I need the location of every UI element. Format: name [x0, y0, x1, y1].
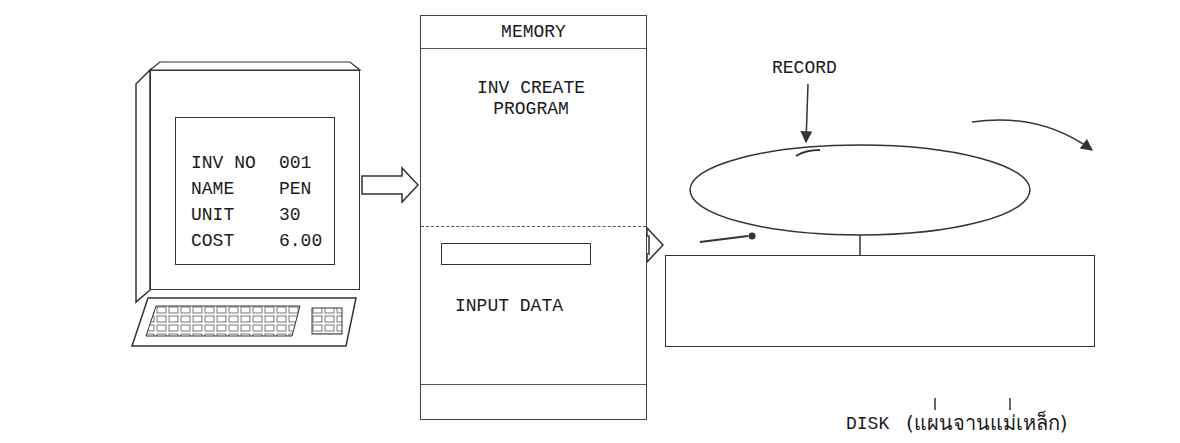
node-text: (แผนจานแม่เหล็ก) [906, 412, 1068, 435]
data-flow-arrow [362, 168, 418, 202]
data-flow-arrow [647, 228, 663, 262]
node-text: COST [191, 231, 234, 252]
header-rule [421, 48, 646, 49]
tick-mark [934, 398, 936, 410]
record-leader [806, 84, 808, 142]
tick-mark [1009, 398, 1011, 410]
terminal-monitor: INV NO 001NAME PEN UNIT 30COST 6.00 [150, 70, 360, 290]
keyboard [132, 298, 356, 346]
node-text: NAME [191, 179, 234, 200]
read-write-head [749, 233, 756, 240]
data-record-bar [441, 243, 591, 265]
part-label: RECORD [772, 58, 837, 79]
node-text: INV CREATE PROGRAM [461, 78, 601, 119]
node-text: MEMORY [421, 22, 646, 43]
disk-drive: DISK(แผนจานแม่เหล็ก) [665, 255, 1095, 347]
node-text: UNIT [191, 205, 234, 226]
memory-box: MEMORY INV CREATE PROGRAM INPUT DATA [420, 15, 647, 420]
monitor-side [136, 70, 150, 302]
node-text: INV NO [191, 153, 256, 174]
head-arm [700, 236, 748, 242]
node-text: PEN [279, 179, 311, 200]
node-text: DISK [846, 414, 889, 435]
rotation-arrow [972, 120, 1092, 150]
area-divider [421, 226, 646, 227]
disk-platter [690, 145, 1030, 235]
spindle [859, 235, 861, 255]
record-track [796, 150, 820, 156]
node-text: 30 [279, 205, 301, 226]
node-text: INPUT DATA [455, 296, 563, 317]
keypad [312, 308, 342, 334]
node-text: 001 [279, 153, 311, 174]
bottom-rule [421, 384, 646, 385]
monitor-top [150, 62, 360, 70]
keyboard-keys [146, 306, 300, 336]
node-text: 6.00 [279, 231, 322, 252]
